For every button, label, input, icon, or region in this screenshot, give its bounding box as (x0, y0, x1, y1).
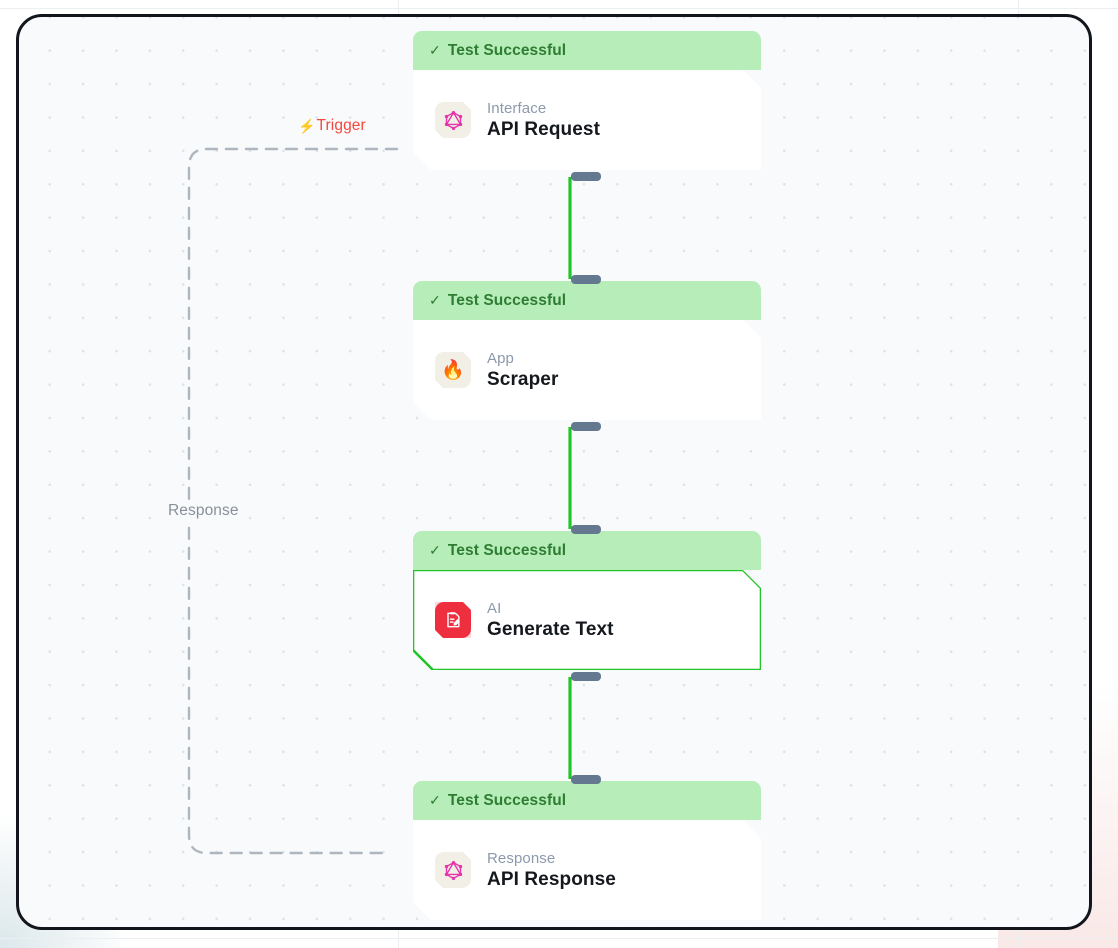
node-status-text: Test Successful (447, 791, 567, 809)
connector-handle-generate-text-out[interactable] (571, 672, 601, 681)
edge-label-trigger-text: Trigger (316, 117, 366, 134)
clipboard-pencil-icon-glyph (443, 610, 463, 630)
node-body[interactable]: Response API Response (413, 820, 761, 920)
check-icon: ✓ (429, 542, 441, 558)
node-title: Scraper (487, 368, 559, 390)
check-icon: ✓ (429, 292, 441, 308)
connector-handle-generate-text-in[interactable] (571, 525, 601, 534)
connector-handle-api-request-out[interactable] (571, 172, 601, 181)
graphql-icon (435, 102, 471, 138)
edge-label-trigger: ⚡ Trigger (298, 117, 366, 135)
fire-icon: 🔥 (435, 352, 471, 388)
connector-handle-api-response-in[interactable] (571, 775, 601, 784)
page-seam-horizontal-bottom (0, 938, 1118, 939)
clipboard-pencil-icon (435, 602, 471, 638)
node-category: AI (487, 599, 502, 617)
node-generate-text[interactable]: ✓ Test Successful AI (413, 531, 761, 670)
node-status-text: Test Successful (447, 41, 567, 59)
check-icon: ✓ (429, 792, 441, 808)
lightning-bolt-icon: ⚡ (298, 118, 316, 134)
edge-label-response: Response (164, 501, 243, 521)
node-body[interactable]: AI Generate Text (413, 570, 761, 670)
node-title: API Request (487, 118, 601, 140)
node-status-banner: ✓ Test Successful (413, 531, 761, 570)
node-scraper[interactable]: ✓ Test Successful 🔥 App Scraper (413, 281, 761, 420)
node-api-request[interactable]: ✓ Test Successful (413, 31, 761, 170)
node-body[interactable]: Interface API Request (413, 70, 761, 170)
page-seam-horizontal-top (0, 8, 1118, 9)
node-text: AI Generate Text (487, 600, 614, 641)
connector-handle-scraper-out[interactable] (571, 422, 601, 431)
node-status-banner: ✓ Test Successful (413, 781, 761, 820)
node-title: API Response (487, 868, 616, 890)
node-title: Generate Text (487, 618, 614, 640)
connector-handle-scraper-in[interactable] (571, 275, 601, 284)
node-category: Interface (487, 99, 547, 117)
node-api-response[interactable]: ✓ Test Successful (413, 781, 761, 920)
workflow-canvas[interactable]: ⚡ Trigger Response ✓ Test Successful (16, 14, 1092, 930)
node-status-text: Test Successful (447, 541, 567, 559)
node-category: App (487, 349, 514, 367)
node-status-text: Test Successful (447, 291, 567, 309)
fire-icon-glyph: 🔥 (441, 359, 465, 381)
check-icon: ✓ (429, 42, 441, 58)
node-text: App Scraper (487, 350, 558, 391)
node-status-banner: ✓ Test Successful (413, 31, 761, 70)
graphql-icon-glyph (443, 860, 464, 881)
node-status-banner: ✓ Test Successful (413, 281, 761, 320)
node-text: Response API Response (487, 850, 616, 891)
graphql-icon-glyph (443, 110, 464, 131)
node-category: Response (487, 849, 556, 867)
node-body[interactable]: 🔥 App Scraper (413, 320, 761, 420)
node-text: Interface API Request (487, 100, 600, 141)
graphql-icon (435, 852, 471, 888)
